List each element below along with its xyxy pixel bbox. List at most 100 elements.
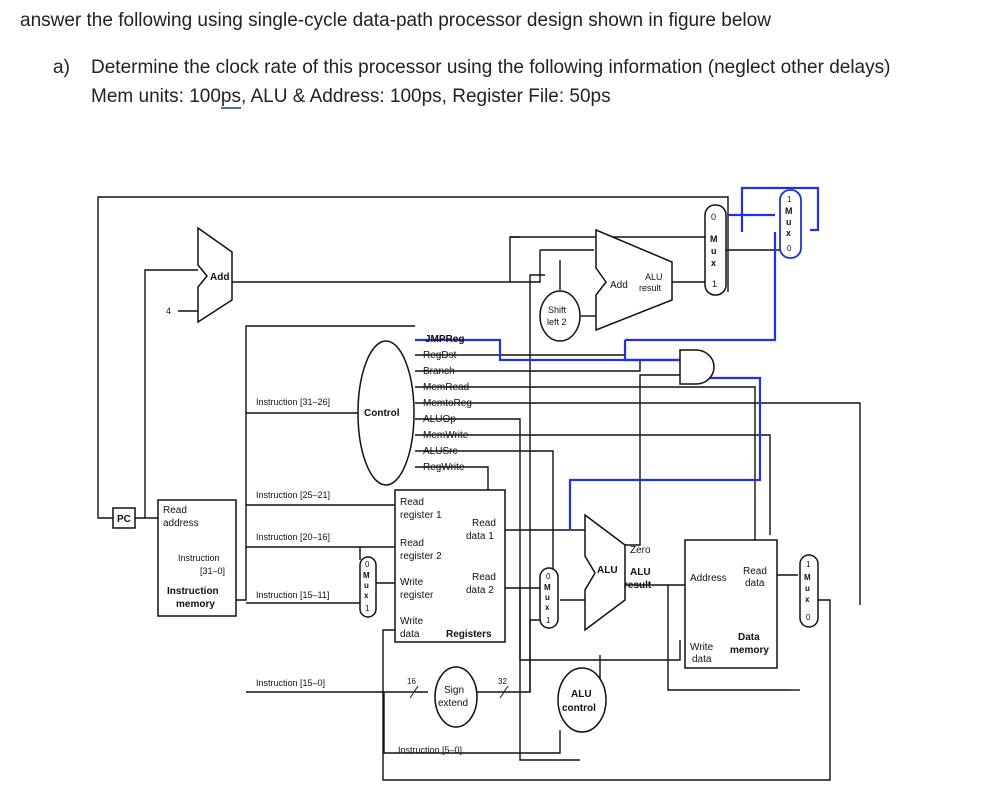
jump-mux-m: M <box>785 206 793 216</box>
rf-write-data-b: data <box>400 629 420 640</box>
alu-result-1: ALU <box>630 567 651 578</box>
bits-16-label: 16 <box>407 677 416 686</box>
instruction-memory: Read address Instruction [31–0] Instruct… <box>157 499 237 617</box>
im-instr-label-2: [31–0] <box>200 566 225 576</box>
signal-memtoreg: MemtoReg <box>423 398 472 409</box>
control-label: Control <box>364 408 400 419</box>
memtoreg-mux-m: M <box>804 573 811 582</box>
shift-left-label-1: Shift <box>548 305 567 315</box>
shift-left-label-2: left 2 <box>547 317 567 327</box>
sign-extend-label-1: Sign <box>444 685 464 696</box>
regdst-mux-x: x <box>364 591 369 600</box>
regdst-mux-0: 0 <box>365 560 370 569</box>
alusrc-mux: 0 M u x 1 <box>539 567 559 629</box>
branch-adder: Add ALU result <box>595 228 673 332</box>
alusrc-mux-x: x <box>545 603 550 612</box>
branch-mux-1: 1 <box>712 279 717 289</box>
im-name-1: Instruction <box>167 586 219 597</box>
signal-memread: MemRead <box>423 382 469 393</box>
memtoreg-mux-u: u <box>805 584 810 593</box>
rf-read-reg1-a: Read <box>400 497 424 508</box>
dm-read-data-1: Read <box>743 566 767 577</box>
branch-mux-u: u <box>711 246 717 256</box>
question-part-a-line2: Mem units: 100ps, ALU & Address: 100ps, … <box>91 86 611 109</box>
im-read-label-1: Read <box>163 505 187 516</box>
branch-mux: 0 M u x 1 <box>704 204 727 296</box>
signal-aluop: ALUOp <box>423 414 456 425</box>
signal-memwrite: MemWrite <box>423 430 469 441</box>
dm-name-2: memory <box>730 645 769 656</box>
alusrc-mux-1: 1 <box>546 616 551 625</box>
jump-mux-1: 1 <box>787 195 792 204</box>
question-part-a-line1: Determine the clock rate of this process… <box>91 57 891 78</box>
rf-read-data1-b: data 1 <box>466 531 494 542</box>
bus-slash-32 <box>499 685 509 699</box>
dm-write-data-1: Write <box>690 642 714 653</box>
memtoreg-mux-x: x <box>805 595 810 604</box>
field-15-11: Instruction [15–11] <box>256 590 329 600</box>
rf-read-reg2-a: Read <box>400 538 424 549</box>
register-file: Read register 1 Read register 2 Write re… <box>394 489 506 643</box>
field-15-0: Instruction [15–0] <box>256 678 325 688</box>
rf-write-reg-b: register <box>400 590 434 601</box>
jump-mux-x: x <box>786 228 791 238</box>
alusrc-mux-u: u <box>545 593 550 602</box>
alu-control-label-2: control <box>562 703 596 714</box>
memtoreg-mux-1: 1 <box>806 560 811 569</box>
pc-adder-label: Add <box>210 272 229 283</box>
branch-adder-alu: ALU <box>645 272 663 282</box>
alu-result-2: result <box>624 580 652 591</box>
sign-extend-label-2: extend <box>438 698 468 709</box>
dm-write-data-2: data <box>692 654 712 665</box>
alu-control-unit <box>557 667 607 733</box>
pc-adder: Add <box>197 226 233 324</box>
jmpreg-mux: 1 M u x 0 <box>779 189 802 259</box>
signal-jmpreg: JMPReg <box>425 334 464 345</box>
dm-read-data-2: data <box>745 578 765 589</box>
main-alu: ALU Zero ALU result <box>584 513 652 632</box>
alusrc-mux-0: 0 <box>546 572 551 581</box>
rf-read-reg1-b: register 1 <box>400 510 442 521</box>
memtoreg-mux-0: 0 <box>806 613 811 622</box>
shift-left-unit <box>539 290 581 342</box>
regdst-mux-1: 1 <box>365 604 370 613</box>
black-wires <box>97 196 861 781</box>
field-20-16: Instruction [20–16] <box>256 532 330 542</box>
field-5-0: Instruction [5–0] <box>398 745 462 755</box>
rf-read-reg2-b: register 2 <box>400 551 442 562</box>
alu-name: ALU <box>597 565 618 576</box>
q-line2-b: , ALU & Address: 100ps, Register File: 5… <box>240 86 611 107</box>
branch-adder-add: Add <box>610 280 628 291</box>
dm-address: Address <box>690 573 727 584</box>
regdst-mux-u: u <box>364 581 369 590</box>
bus-slash-16 <box>409 685 419 699</box>
regdst-mux: 0 M u x 1 <box>359 556 377 618</box>
rf-read-data2-b: data 2 <box>466 585 494 596</box>
question-intro: answer the following using single-cycle … <box>20 10 771 31</box>
q-line2-ps-underlined: ps <box>220 86 241 109</box>
rf-read-data2-a: Read <box>472 572 496 583</box>
question-part-letter: a) <box>53 57 70 78</box>
q-line2-a: Mem units: 100 <box>91 86 221 107</box>
rf-write-reg-a: Write <box>400 577 424 588</box>
control-unit <box>357 340 415 486</box>
branch-mux-m: M <box>710 234 718 244</box>
signal-branch: Branch <box>423 366 455 377</box>
memtoreg-mux: 1 M u x 0 <box>799 554 819 628</box>
branch-mux-0: 0 <box>711 212 716 222</box>
jump-mux-0: 0 <box>787 244 792 253</box>
alu-zero: Zero <box>630 545 651 556</box>
im-name-2: memory <box>176 599 215 610</box>
branch-mux-x: x <box>711 258 716 268</box>
field-31-26: Instruction [31–26] <box>256 397 330 407</box>
bits-32-label: 32 <box>498 677 507 686</box>
field-25-21: Instruction [25–21] <box>256 490 330 500</box>
im-instr-label-1: Instruction <box>178 553 220 563</box>
alusrc-mux-m: M <box>544 583 551 592</box>
jump-mux-u: u <box>786 217 792 227</box>
branch-adder-result: result <box>639 283 662 293</box>
pc-label: PC <box>117 514 131 525</box>
pc-register <box>112 507 136 529</box>
rf-read-data1-a: Read <box>472 518 496 529</box>
